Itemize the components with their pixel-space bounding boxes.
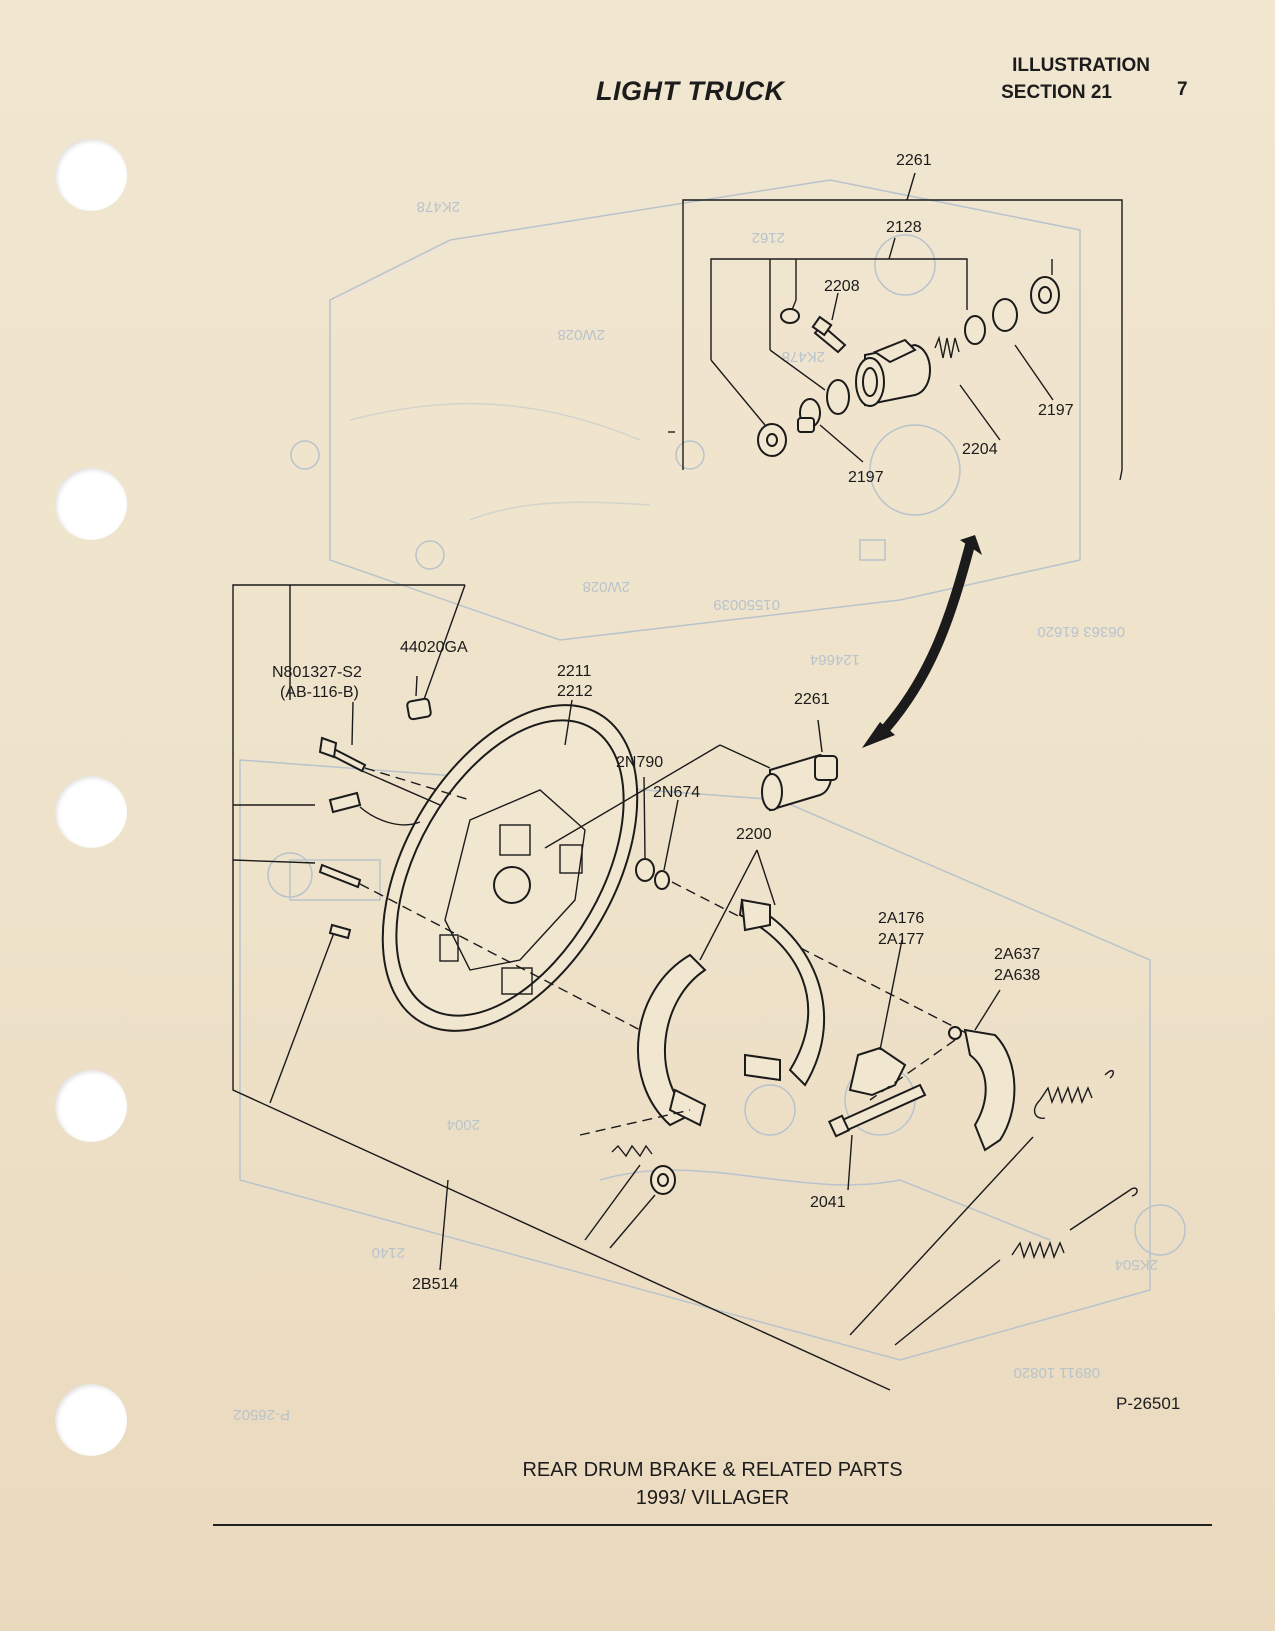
assembly-arrow — [862, 535, 982, 748]
binder-hole — [55, 776, 127, 848]
ghost-label: 2K504 — [1115, 1256, 1158, 1273]
ghost-label: 06363 61620 — [1037, 623, 1125, 640]
callout-2041: 2041 — [810, 1194, 846, 1211]
ghost-label: 2W028 — [582, 578, 630, 595]
figure-caption: REAR DRUM BRAKE & RELATED PARTS 1993/ VI… — [0, 1456, 1275, 1512]
callout-2128: 2128 — [886, 219, 922, 236]
callout-2197-bottom: 2197 — [848, 469, 884, 486]
callout-2A637: 2A637 — [994, 946, 1040, 963]
callout-2208: 2208 — [824, 278, 860, 295]
callout-2261-mid: 2261 — [794, 691, 830, 708]
bottom-rule — [213, 1524, 1212, 1526]
callout-2204: 2204 — [962, 441, 998, 458]
ghost-label: P-26502 — [233, 1406, 290, 1423]
binder-hole — [55, 468, 127, 540]
callout-2261-top: 2261 — [896, 152, 932, 169]
callout-AB-116-B: (AB-116-B) — [280, 684, 359, 701]
ghost-label: 2162 — [752, 229, 785, 246]
callout-2212: 2212 — [557, 683, 593, 700]
binder-hole — [55, 1384, 127, 1456]
callout-N801327: N801327-S2 — [272, 664, 362, 681]
callout-2211: 2211 — [557, 663, 592, 680]
ghost-label: 124664 — [810, 651, 860, 668]
ghost-label: 01550039 — [713, 596, 780, 613]
caption-model: 1993/ VILLAGER — [635, 1487, 790, 1509]
callout-labels: 2261 2128 2208 2197 2204 2197 44020GA N8… — [272, 152, 1074, 1293]
callout-2200: 2200 — [736, 826, 772, 843]
callout-2N790: 2N790 — [616, 754, 663, 771]
callout-2A177: 2A177 — [878, 931, 924, 948]
ghost-label: 2004 — [447, 1116, 480, 1133]
wheel-cylinder-exploded-view — [668, 172, 1123, 481]
section-number: SECTION 21 — [1001, 82, 1112, 103]
ghost-label: 2140 — [372, 1244, 405, 1261]
callout-2N674: 2N674 — [653, 784, 700, 801]
callout-2A176: 2A176 — [878, 910, 924, 927]
binder-hole — [55, 1070, 127, 1142]
binder-hole — [55, 139, 127, 211]
ghost-label: 2K478 — [782, 348, 825, 365]
drum-brake-assembly — [232, 584, 1138, 1391]
callout-44020GA: 44020GA — [400, 639, 468, 656]
bleed-through-drawing: 2K478 2W028 2W028 01550039 2162 2K478 12… — [233, 179, 1186, 1423]
figure-number: P-26501 — [1116, 1394, 1181, 1413]
caption-title: REAR DRUM BRAKE & RELATED PARTS — [522, 1459, 903, 1481]
callout-2A638: 2A638 — [994, 967, 1040, 984]
ghost-label: 2W028 — [557, 326, 605, 343]
page-title: LIGHT TRUCK — [596, 76, 785, 106]
callout-2B514: 2B514 — [412, 1276, 458, 1293]
page-number: 7 — [1177, 79, 1188, 100]
callout-2197-right: 2197 — [1038, 402, 1074, 419]
ghost-label: 2K478 — [417, 198, 460, 215]
ghost-label: 08911 10820 — [1014, 1364, 1100, 1381]
section-header: ILLUSTRATION SECTION 21 — [1001, 52, 1150, 106]
section-label: ILLUSTRATION — [1012, 55, 1150, 76]
